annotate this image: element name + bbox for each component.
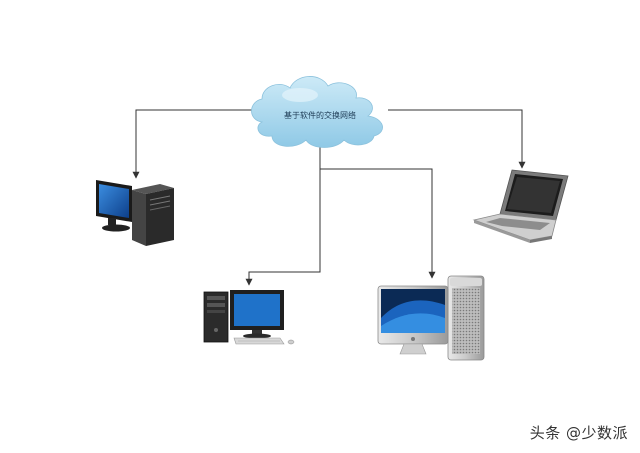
cloud-label: 基于软件的交换网络: [284, 110, 356, 120]
connector-lines: [132, 109, 526, 286]
connector-to-laptop: [388, 109, 526, 169]
desktop-tower-icon: [96, 180, 174, 246]
cloud-network: 基于软件的交换网络: [251, 76, 383, 148]
watermark-text: 头条 @少数派: [529, 424, 628, 442]
imac-macpro-icon: [377, 275, 485, 361]
connector-to-bottom-desktop: [245, 140, 321, 286]
connector-to-left-desktop: [132, 109, 258, 179]
laptop-icon: [472, 169, 569, 243]
connector-to-imac: [320, 168, 436, 279]
desktop-pc-icon: [203, 290, 295, 345]
